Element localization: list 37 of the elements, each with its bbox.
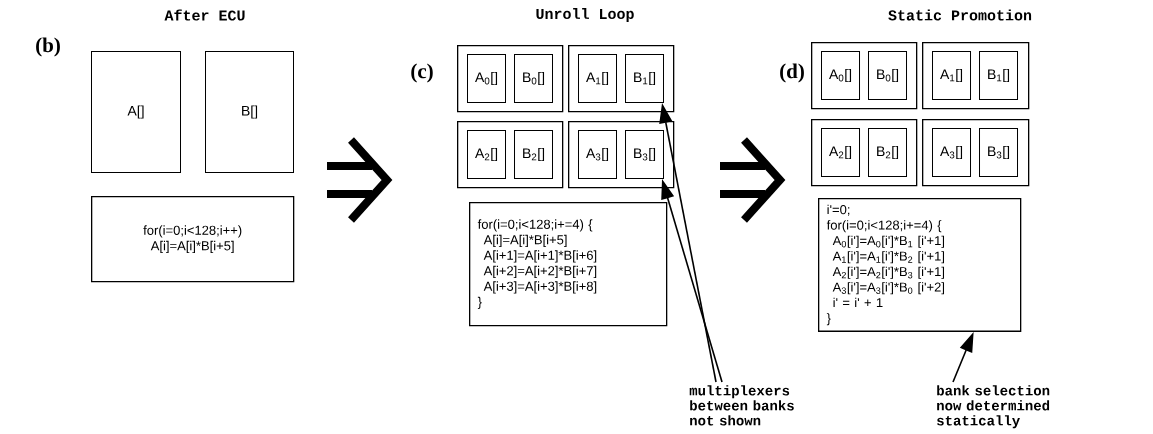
annotation-text: multiplexers between banks not shown: [689, 385, 794, 426]
array-box: A$_{0}$[]: [821, 51, 860, 100]
array-box: B$_{2}$[]: [868, 128, 907, 177]
array-box: A[]: [91, 51, 181, 173]
bank-box: [922, 42, 1030, 110]
array-box: A$_{1}$[]: [932, 51, 971, 100]
panel-title: Unroll Loop: [536, 8, 634, 22]
array-box: B[]: [205, 51, 294, 173]
array-box: B$_{1}$[]: [625, 54, 664, 103]
bank-box: [811, 42, 918, 110]
bank-box: [922, 119, 1030, 187]
code-box: i'=0; for(i=0;i<128;i+=4) { A$_{0}$[i']=A$_{0}$[i']*B$_{1}$ [i'+1] A$_{1}$[i']=A$_{1}$[i']*B$_{2}$ [i'+1] A$_{2}$[i']=A$_{2}$[i']*B$_{3}$ [i'+1] A$_{3}$[i']=A$_{3}$[i']*B$_{0}$ [i'+2] i' = i' + 1 }: [818, 198, 1022, 332]
array-box: A$_{3}$[]: [578, 130, 617, 179]
bank-box: [568, 121, 675, 189]
array-box: B$_{1}$[]: [979, 51, 1018, 100]
panel-label: (b): [36, 37, 60, 57]
array-box: A$_{2}$[]: [467, 130, 506, 179]
panel-label: (d): [780, 63, 804, 83]
bank-box: [811, 119, 918, 187]
array-box: A$_{0}$[]: [467, 54, 506, 103]
panel-title: Static Promotion: [888, 9, 1032, 21]
bank-box: [457, 121, 564, 189]
array-box: A$_{1}$[]: [578, 54, 617, 103]
array-box: B$_{0}$[]: [868, 51, 907, 100]
bank-box: [457, 45, 564, 113]
panel-label: (c): [411, 63, 433, 83]
code-box: for(i=0;i<128;i+=4) { A[i]=A[i]*B[i+5] A[i+1]=A[i+1]*B[i+6] A[i+2]=A[i+2]*B[i+7] A[i+3]=A[i+3]*B[i+8] }: [469, 202, 668, 327]
array-box: B$_{3}$[]: [625, 130, 664, 179]
panel-title: After ECU: [164, 9, 245, 21]
array-box: B$_{3}$[]: [979, 128, 1018, 177]
bank-box: [568, 45, 675, 113]
code-box: for(i=0;i<128;i++) A[i]=A[i]*B[i+5]: [91, 196, 295, 283]
annotation-text: bank selection now determined statically: [937, 385, 1050, 429]
array-box: B$_{2}$[]: [514, 130, 553, 179]
array-box: A$_{3}$[]: [932, 128, 971, 177]
array-box: B$_{0}$[]: [514, 54, 553, 103]
array-box: A$_{2}$[]: [821, 128, 860, 177]
